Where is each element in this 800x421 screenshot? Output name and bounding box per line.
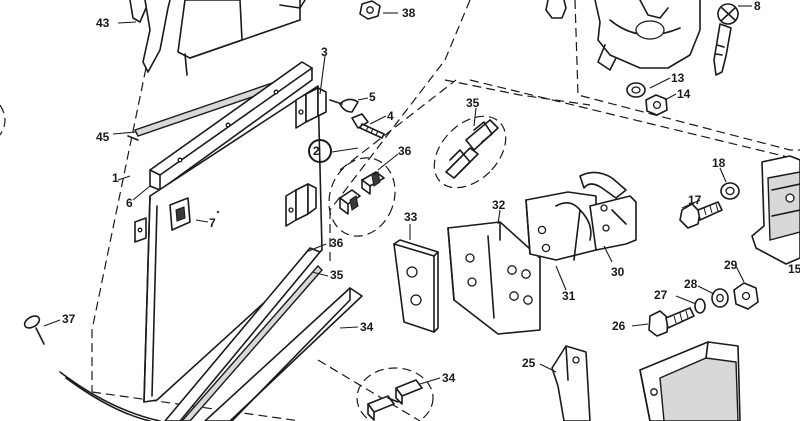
- callout-30: 30: [611, 265, 625, 279]
- washer-27: [694, 298, 706, 314]
- callout-13: 13: [671, 71, 685, 85]
- callout-38: 38: [402, 6, 416, 20]
- plate-33: [393, 239, 439, 333]
- callout-28: 28: [684, 277, 698, 291]
- callout-36-lower: 36: [330, 236, 344, 250]
- callout-35-lower: 35: [330, 268, 344, 282]
- highlight-ring: [308, 139, 332, 163]
- callout-34-mid: 34: [360, 320, 374, 334]
- callout-17: 17: [688, 193, 702, 207]
- callout-8: 8: [754, 0, 761, 13]
- latch-bracket-15: [751, 155, 800, 265]
- callout-14: 14: [677, 87, 691, 101]
- bracket-32: [447, 221, 541, 335]
- post-25: [551, 345, 591, 421]
- callout-27: 27: [654, 288, 668, 302]
- callout-15: 15: [788, 262, 800, 276]
- bottom-strips: [164, 247, 363, 421]
- leader-lines: [43, 5, 752, 385]
- callout-labels: 43 38 8 3 5 4 13 14 35 45 2 36 1 6 7 18 …: [62, 0, 800, 385]
- callout-18: 18: [712, 156, 726, 170]
- callout-7: 7: [209, 216, 216, 230]
- latch-30-31: [525, 171, 637, 261]
- screw-37: [23, 315, 161, 421]
- knob-top: [545, 0, 567, 19]
- callout-31: 31: [562, 289, 576, 303]
- nut-14: [645, 94, 668, 116]
- washer-18: [720, 182, 740, 200]
- box-bracket: [639, 341, 741, 421]
- washer-13: [626, 82, 646, 98]
- callout-33: 33: [404, 210, 418, 224]
- bolt-26: [648, 307, 695, 337]
- bolt-17: [679, 201, 723, 229]
- washer-28: [711, 288, 729, 308]
- detail-36-upper: [328, 157, 396, 237]
- nut-38: [359, 0, 381, 20]
- callout-36-upper: 36: [398, 144, 412, 158]
- nut-29: [733, 282, 759, 310]
- upper-panel-part: [129, 0, 306, 76]
- detail-35-upper: [433, 115, 507, 189]
- callout-3: 3: [321, 45, 328, 59]
- callout-34-lower: 34: [442, 371, 456, 385]
- detail-34-lower: [356, 367, 434, 421]
- bolt-4-washer-5: [329, 98, 385, 139]
- callout-29: 29: [724, 258, 738, 272]
- key-8: [713, 3, 739, 76]
- callout-5: 5: [369, 90, 376, 104]
- callout-4: 4: [387, 109, 394, 123]
- callout-26: 26: [612, 319, 626, 333]
- callout-1: 1: [112, 171, 119, 185]
- callout-43: 43: [96, 16, 110, 30]
- door-panel: [127, 61, 327, 403]
- callout-35-upper: 35: [466, 96, 480, 110]
- callout-25: 25: [522, 356, 536, 370]
- lock-housing: [594, 0, 701, 71]
- callout-32: 32: [492, 198, 506, 212]
- callout-45: 45: [96, 130, 110, 144]
- callout-6: 6: [126, 196, 133, 210]
- callout-2: 2: [313, 144, 320, 158]
- callout-37: 37: [62, 312, 76, 326]
